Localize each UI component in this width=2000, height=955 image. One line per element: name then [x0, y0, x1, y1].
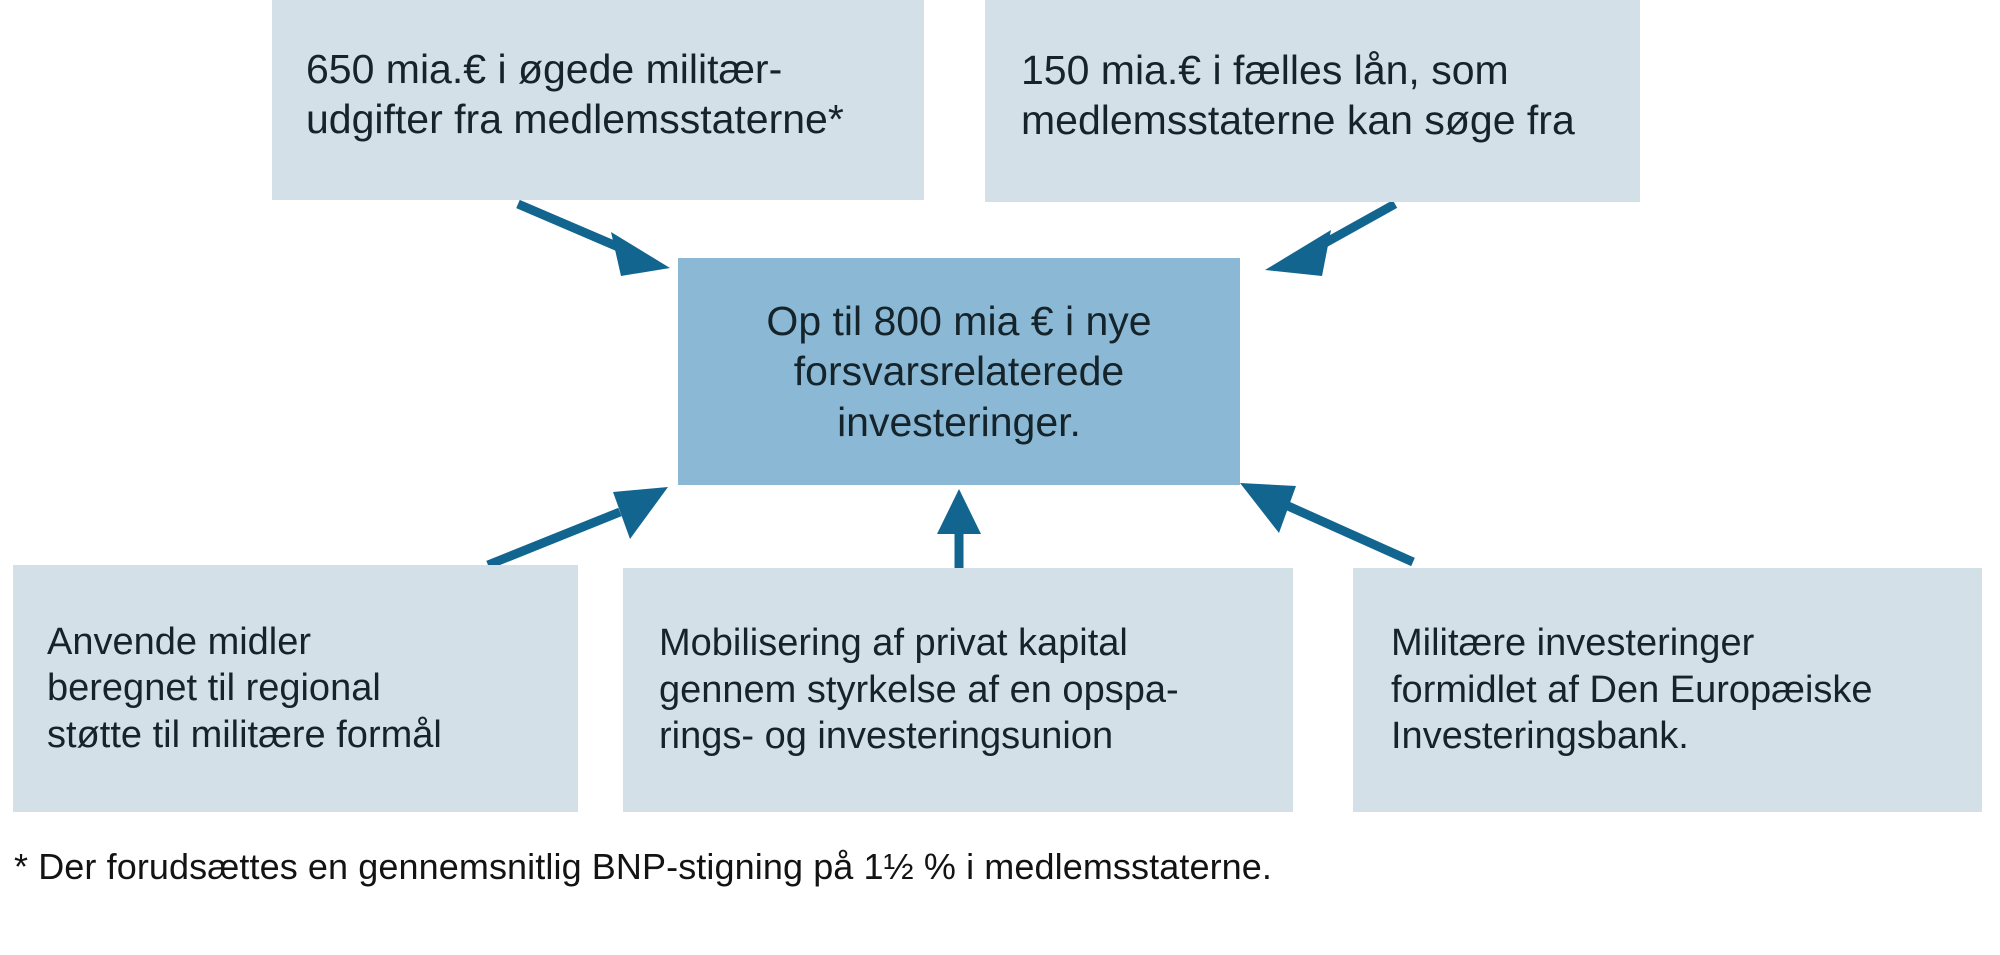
- box-joint-loans-text: 150 mia.€ i fælles lån, som medlemsstate…: [1021, 46, 1575, 143]
- box-joint-loans: 150 mia.€ i fælles lån, som medlemsstate…: [985, 0, 1640, 202]
- arrow-bottom-mid-to-center: [937, 489, 981, 568]
- box-new-defence-investments: Op til 800 mia € i nye forsvarsrelatered…: [678, 258, 1240, 485]
- arrow-bottom-left-to-center: [486, 487, 668, 570]
- box-private-capital: Mobilisering af privat kapital gennem st…: [623, 568, 1293, 812]
- arrow-top-left-to-center: [516, 199, 670, 276]
- arrow-top-right-to-center: [1265, 200, 1398, 276]
- box-regional-funds: Anvende midler beregnet til regional stø…: [13, 565, 578, 812]
- box-new-defence-investments-text: Op til 800 mia € i nye forsvarsrelatered…: [766, 298, 1152, 445]
- footnote: * Der forudsættes en gennemsnitlig BNP-s…: [14, 846, 1273, 887]
- box-increased-military-spending-text: 650 mia.€ i øgede militær- udgifter fra …: [306, 45, 844, 142]
- arrow-bottom-right-to-center: [1240, 483, 1415, 567]
- box-eib-investments-text: Militære investeringer formidlet af Den …: [1391, 622, 1873, 758]
- box-regional-funds-text: Anvende midler beregnet til regional stø…: [47, 620, 442, 756]
- box-increased-military-spending: 650 mia.€ i øgede militær- udgifter fra …: [272, 0, 924, 200]
- box-eib-investments: Militære investeringer formidlet af Den …: [1353, 568, 1982, 812]
- box-private-capital-text: Mobilisering af privat kapital gennem st…: [659, 622, 1179, 758]
